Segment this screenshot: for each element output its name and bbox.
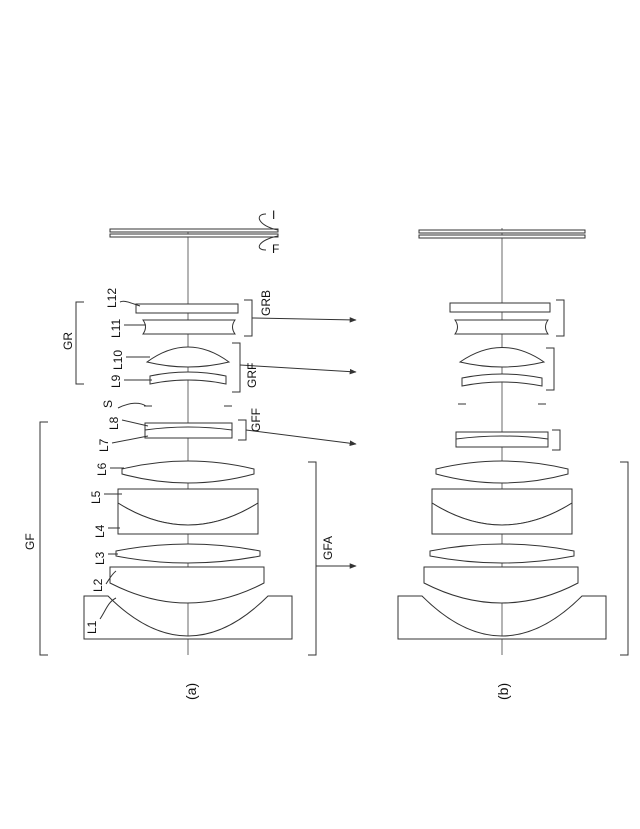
group-grb-bracket — [244, 299, 357, 337]
lens-l2 — [109, 566, 265, 604]
label-l9: L9 — [109, 374, 123, 388]
label-l7: L7 — [97, 438, 111, 452]
group-gff-label: GFF — [249, 408, 263, 432]
group-gf-bracket — [39, 421, 48, 656]
lens-l7 — [144, 426, 233, 439]
lens-l4-b — [431, 502, 573, 535]
label-l11: L11 — [109, 319, 123, 338]
label-l6: L6 — [95, 462, 109, 476]
image-plane-a — [109, 228, 279, 238]
lens-l1 — [83, 595, 293, 640]
lens-l6 — [121, 460, 255, 484]
lens-l3 — [115, 543, 261, 564]
lens-l11-b — [454, 319, 549, 335]
caption-b: (b) — [495, 683, 511, 700]
lens-l9 — [149, 371, 227, 385]
group-gfa-bracket — [308, 461, 357, 656]
group-gr-bracket — [75, 301, 84, 385]
group-gf-label: GF — [23, 533, 37, 550]
lens-l9-b — [461, 373, 543, 387]
lens-l4 — [117, 502, 259, 535]
lens-l10 — [145, 346, 231, 368]
panel-b: (b) — [397, 228, 629, 700]
caption-a: (a) — [183, 683, 199, 700]
label-l5: L5 — [89, 490, 103, 504]
stop-label: S — [101, 400, 115, 408]
filter-label: F — [272, 242, 279, 256]
label-l3: L3 — [93, 551, 107, 565]
label-l4: L4 — [93, 524, 107, 538]
group-gfa-label: GFA — [321, 536, 335, 560]
lens-l7-b — [455, 435, 549, 448]
image-label: I — [272, 208, 275, 222]
group-grf-bracket — [232, 342, 357, 393]
group-grb-label: GRB — [259, 290, 273, 316]
label-l1: L1 — [85, 620, 99, 634]
image-plane-b — [418, 229, 586, 239]
lens-l12 — [135, 303, 239, 314]
lens-l6-b — [435, 460, 569, 484]
lens-l12-b — [449, 302, 551, 313]
lens-l11 — [142, 319, 236, 335]
label-l8: L8 — [107, 416, 121, 430]
label-l12: L12 — [105, 288, 119, 308]
label-l10: L10 — [111, 350, 125, 370]
lens-l10-b — [458, 347, 546, 368]
group-gff-bracket — [238, 419, 357, 446]
lens-l2-b — [423, 566, 579, 604]
label-l2: L2 — [91, 578, 105, 592]
lens-leaders — [99, 300, 152, 620]
lens-l1-b — [397, 595, 607, 640]
group-gr-label: GR — [61, 332, 75, 350]
group-grf-label: GRF — [245, 363, 259, 388]
panel-a: I F — [23, 208, 357, 700]
lens-l3-b — [429, 543, 575, 564]
